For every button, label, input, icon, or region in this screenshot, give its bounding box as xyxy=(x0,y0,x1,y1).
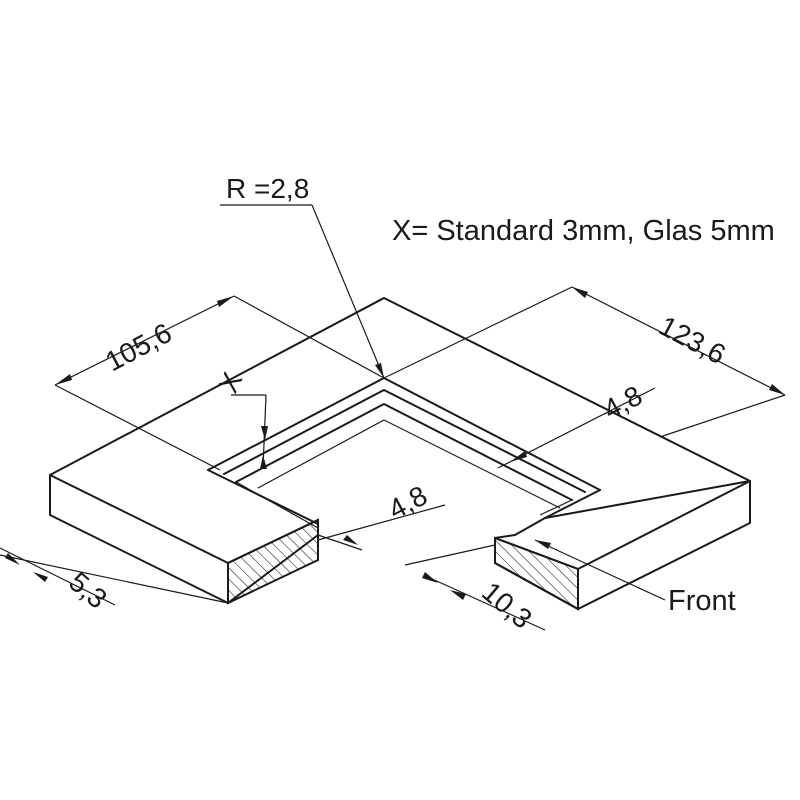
radius-arrow xyxy=(375,363,384,378)
dim-53-line xyxy=(0,547,116,606)
dim-103-label: 10,3 xyxy=(476,576,538,635)
dim-48-right-arrow xyxy=(510,451,527,462)
groove-left-edge-2 xyxy=(235,481,319,529)
dim-123-line xyxy=(571,286,786,396)
frame-outer-outline xyxy=(49,297,751,539)
left-section-hatch xyxy=(227,518,319,605)
dim-105-ext-b xyxy=(233,295,385,379)
dim-53-arrow-b xyxy=(33,572,48,582)
dim-53-ext xyxy=(0,554,229,604)
groove-right-edge xyxy=(544,489,601,519)
dim-105-label: 105,6 xyxy=(100,317,176,377)
right-arm-top-edge xyxy=(577,480,751,570)
dim-103-line xyxy=(429,577,546,631)
groove-outer xyxy=(207,377,601,491)
dim-103-arrow-b xyxy=(450,590,466,600)
dim-103-arrow-a xyxy=(422,572,438,583)
dim-105-line xyxy=(54,295,235,386)
radius-leader xyxy=(311,204,385,379)
dim-53-arrow-a xyxy=(5,553,20,565)
front-label: Front xyxy=(668,585,736,617)
groove-right-edge-2 xyxy=(539,499,573,516)
front-leader xyxy=(534,539,666,601)
dim-48-front-label: 4,8 xyxy=(383,480,432,526)
dim-123-arrow-a xyxy=(572,287,588,298)
x-arrow-a xyxy=(261,426,268,440)
groove-inner-2 xyxy=(235,403,573,501)
radius-label: R =2,8 xyxy=(226,173,309,204)
dim-103-ext xyxy=(404,544,496,566)
material-note: X= Standard 3mm, Glas 5mm xyxy=(392,215,775,247)
dim-48-front-ext xyxy=(317,534,363,551)
dimension-lines xyxy=(0,204,786,631)
dim-123-ext-b xyxy=(659,394,786,438)
dim-123-label: 123,6 xyxy=(654,310,730,370)
left-arm-top-edge xyxy=(49,474,229,564)
dim-105-arrow-b xyxy=(217,296,234,307)
front-arrow xyxy=(535,540,551,549)
dim-105-arrow-a xyxy=(55,374,72,385)
dim-48-right-label: 4,8 xyxy=(598,380,647,426)
dim-48-front-line xyxy=(317,504,446,541)
dim-48-front-arrow xyxy=(343,535,358,545)
right-section-hatch xyxy=(494,536,579,611)
dim-123-ext-a xyxy=(383,286,573,379)
dim-123-arrow-b xyxy=(769,384,785,395)
dim-53-label: 5,3 xyxy=(63,566,113,615)
groove-floor xyxy=(257,419,561,509)
x-arrow-b xyxy=(260,455,267,469)
dim-105-ext-a xyxy=(54,384,221,471)
